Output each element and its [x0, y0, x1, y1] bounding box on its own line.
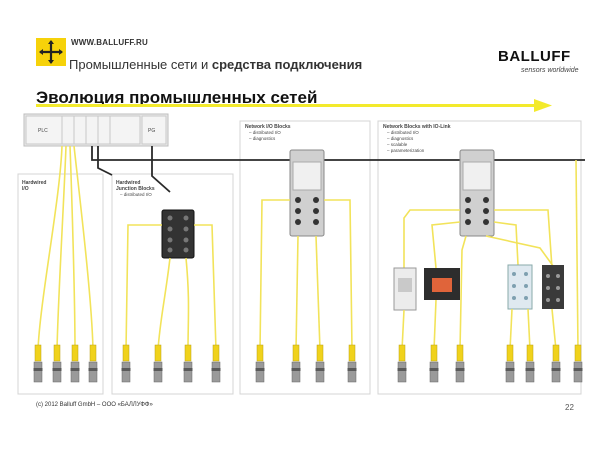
network-bus [91, 146, 585, 193]
sensor [455, 344, 465, 383]
brand-logo: BALLUFF [498, 48, 571, 65]
hardwired-title-2: I/O [22, 186, 29, 192]
sensor [429, 344, 439, 383]
iolink-feature-2: – diagnostics [387, 136, 414, 141]
junction-title-2: Junction Blocks [116, 186, 155, 192]
sensor [551, 344, 561, 383]
sensor [347, 344, 357, 383]
sensor [121, 344, 131, 383]
page-number: 22 [565, 403, 574, 412]
sensor [397, 344, 407, 383]
copyright: (c) 2012 Balluff GmbH – ООО «БАЛЛУФФ» [36, 402, 153, 408]
sensor [211, 344, 221, 383]
iolink-feature-1: – distributed I/O [387, 130, 419, 135]
site-url[interactable]: WWW.BALLUFF.RU [71, 38, 149, 47]
junction-title: Hardwired [116, 180, 140, 186]
iolink-hub-device [507, 264, 533, 310]
iolink-cables [403, 209, 557, 271]
junction-feature: – distributed I/O [120, 192, 152, 197]
iolink-display-device [424, 268, 460, 300]
balluff-arrows-logo [36, 38, 66, 66]
presentation-subtitle: Промышленные сети и средства подключения [69, 57, 363, 72]
junction-block [161, 209, 195, 259]
sensor [255, 344, 265, 383]
junction-cables [125, 224, 217, 351]
iolink-module-device [542, 265, 564, 309]
sensor [505, 344, 515, 383]
iolink-title: Network Blocks with IO-Link [383, 124, 451, 130]
sensor [315, 344, 325, 383]
evolution-arrow [36, 99, 552, 112]
pg-label: PG [148, 128, 155, 134]
sensor [573, 344, 583, 383]
iolink-sensor-device [393, 267, 417, 311]
iolink-feature-3: – scalable [387, 142, 408, 147]
iolink-device-cables [401, 159, 579, 351]
network-io-block [289, 149, 325, 237]
sensor [291, 344, 301, 383]
plc-label: PLC [38, 128, 48, 134]
iolink-block [459, 149, 495, 237]
hardwired-cables [37, 145, 94, 351]
sensor-row [33, 344, 583, 383]
page-title: Эволюция промышленных сетей [36, 88, 318, 107]
hardwired-title: Hardwired [22, 180, 46, 186]
sensor [525, 344, 535, 383]
network-title: Network I/O Blocks [245, 124, 291, 130]
sensor [70, 344, 80, 383]
sensor [153, 344, 163, 383]
sensor [33, 344, 43, 383]
brand-tagline: sensors worldwide [521, 67, 579, 74]
plc-rack: PLC PG [23, 113, 169, 147]
network-feature-1: – distributed I/O [249, 130, 281, 135]
sensor [52, 344, 62, 383]
network-feature-2: – diagnostics [249, 136, 276, 141]
network-io-cables [259, 199, 353, 351]
sensor [183, 344, 193, 383]
iolink-feature-4: – parameterization [387, 148, 425, 153]
sensor [88, 344, 98, 383]
